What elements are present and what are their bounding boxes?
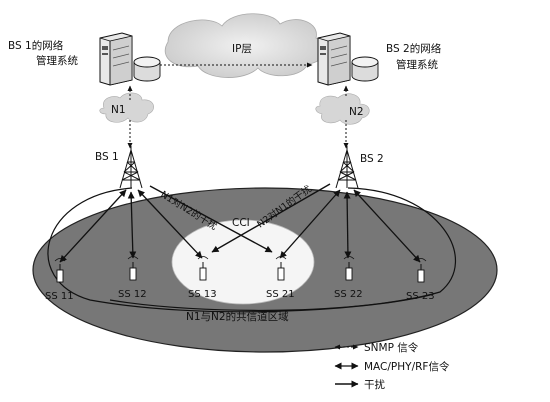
co-channel-region	[171, 219, 315, 305]
link-bs1-ss13	[137, 189, 203, 259]
bs2-database-icon	[351, 56, 379, 82]
subscriber-station-icon	[54, 258, 66, 283]
link-bs2-ss23	[353, 189, 421, 263]
subscriber-label: SS 12	[118, 289, 147, 300]
subscriber-label: SS 21	[266, 289, 295, 300]
bs1-mgmt-label-line1: BS 1的网络	[8, 39, 64, 52]
bs2-management-server-icon	[317, 32, 351, 86]
bs1-management-server-icon	[99, 32, 133, 86]
legend: SNMP 信令 MAC/PHY/RF信令 干扰	[334, 341, 450, 391]
bs2-mgmt-label-line2: 管理系统	[396, 58, 438, 71]
subscriber-station-icon	[343, 256, 355, 281]
subscriber-station-icon	[275, 256, 287, 281]
subscriber-label: SS 11	[45, 291, 74, 302]
n2-cloud	[315, 93, 370, 125]
bs2-tower-icon	[335, 146, 359, 189]
ip-layer-label: IP层	[232, 43, 252, 55]
bs1-database-icon	[133, 56, 161, 82]
bs2-coverage-arc	[109, 187, 457, 311]
subscriber-label: SS 23	[406, 291, 435, 302]
bs1-label: BS 1	[95, 151, 119, 163]
legend-label-snmp: SNMP 信令	[364, 341, 419, 354]
subscriber-label: SS 22	[334, 289, 363, 300]
n1-cloud	[99, 92, 154, 123]
bs2-label: BS 2	[360, 153, 384, 165]
co-channel-region-label: N1与N2的共信道区域	[186, 310, 289, 323]
cci-label: CCI	[232, 217, 250, 229]
link-bs1-ss12	[127, 191, 137, 259]
bs1-mgmt-label-line2: 管理系统	[36, 54, 78, 67]
subscriber-station-icon	[415, 258, 427, 283]
subscriber-label: SS 13	[188, 289, 217, 300]
subscriber-station-icon	[197, 256, 209, 281]
bs2-mgmt-label-line1: BS 2的网络	[386, 42, 442, 55]
link-bs2-ss21	[279, 189, 341, 259]
subscriber-station-icon	[127, 256, 139, 281]
legend-label-mac-phy-rf: MAC/PHY/RF信令	[364, 360, 450, 373]
bs1-tower-icon	[119, 146, 143, 189]
link-bs2-ss22	[343, 191, 352, 259]
interference-bs2-to-ss13	[211, 183, 331, 253]
n1-label: N1	[111, 104, 126, 116]
n2-label: N2	[349, 106, 364, 118]
interference-bs1-to-ss21	[149, 185, 273, 253]
legend-label-interference: 干扰	[364, 378, 385, 391]
link-bs1-ss11	[59, 189, 127, 263]
